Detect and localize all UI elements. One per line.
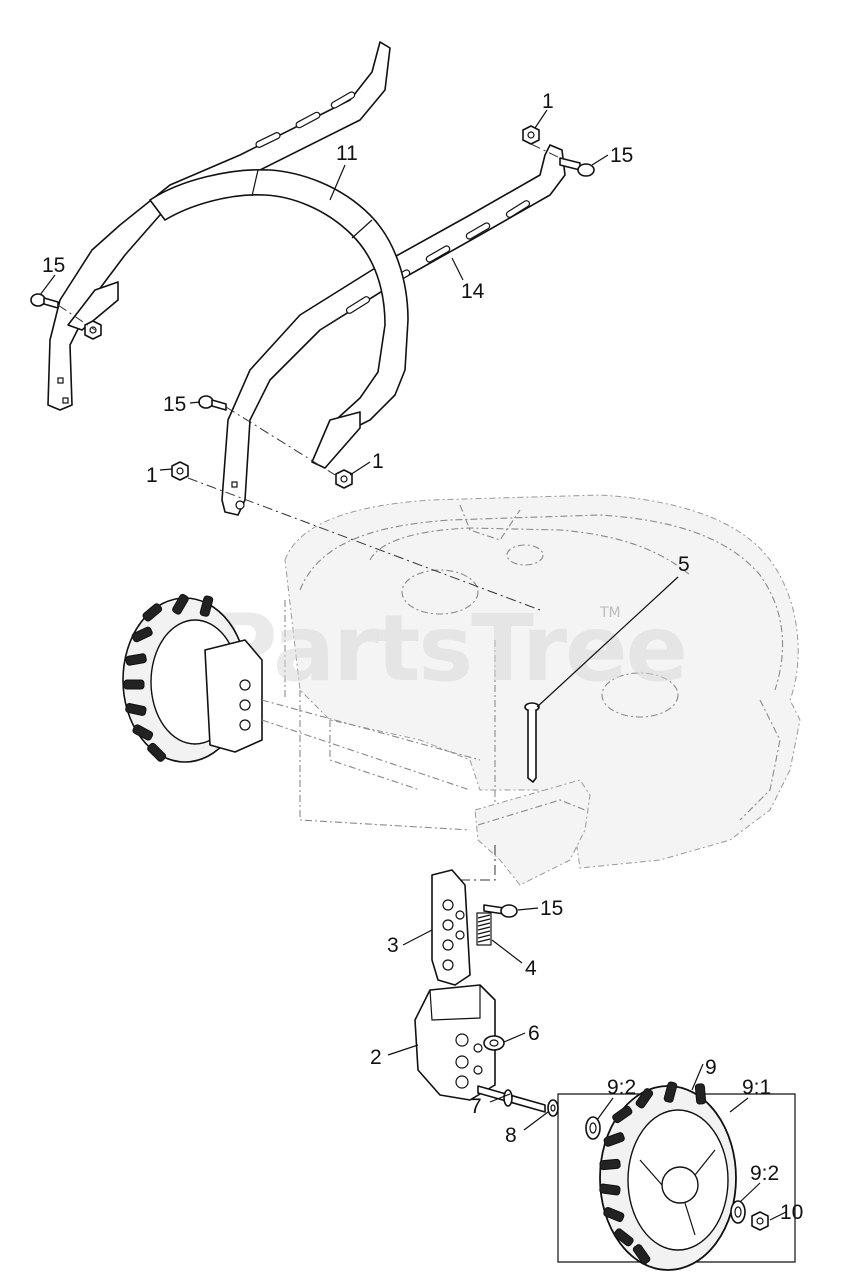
handle-assembly: [47, 41, 566, 516]
washer-8: [547, 1099, 559, 1117]
bolt-icon: [198, 395, 214, 409]
leader-lines: [39, 109, 787, 1221]
nut-10: [751, 1211, 769, 1231]
callout-15-lower: 15: [540, 897, 563, 920]
callout-9-2-right: 9:2: [750, 1162, 779, 1185]
caster-bracket-2: [414, 984, 496, 1101]
callout-10: 10: [780, 1201, 803, 1224]
bolt-icon: [30, 293, 46, 307]
callout-4: 4: [525, 957, 537, 980]
callout-5: 5: [678, 553, 690, 576]
callout-9: 9: [705, 1056, 717, 1079]
callout-15-top-right: 15: [610, 144, 633, 167]
left-wheel-phantom: [122, 593, 481, 791]
callout-9-2-left: 9:2: [607, 1076, 636, 1099]
callout-1-left: 1: [146, 464, 158, 487]
hardware-fasteners: [30, 125, 595, 900]
height-bracket-3: [431, 869, 471, 986]
mower-deck-phantom: [284, 494, 801, 886]
callout-15-mid: 15: [163, 393, 186, 416]
watermark-text: PartsTree: [210, 595, 686, 702]
callout-7: 7: [470, 1095, 482, 1118]
bolt-15-lower: [483, 904, 518, 918]
callout-3: 3: [387, 934, 399, 957]
wheel-kit-9: [557, 1081, 796, 1271]
partstree-watermark: PartsTree TM: [210, 595, 688, 702]
callout-15-left: 15: [42, 254, 65, 277]
callout-1-mid: 1: [372, 450, 384, 473]
callout-labels: 1 15 11 15 14 15 1 1 5 15 3 4 6 9 2 9:2 …: [42, 90, 803, 1224]
pin-5: [524, 702, 540, 783]
bushing-6: [483, 1035, 505, 1051]
spring-4: [476, 912, 492, 946]
callout-14: 14: [461, 280, 485, 303]
callout-8: 8: [505, 1124, 517, 1147]
callout-1-top: 1: [542, 90, 554, 113]
callout-2: 2: [370, 1046, 382, 1069]
callout-6: 6: [528, 1022, 540, 1045]
callout-9-1: 9:1: [742, 1076, 771, 1099]
axle-7: [477, 1085, 546, 1113]
watermark-trademark: TM: [599, 605, 621, 621]
callout-11: 11: [336, 142, 358, 165]
